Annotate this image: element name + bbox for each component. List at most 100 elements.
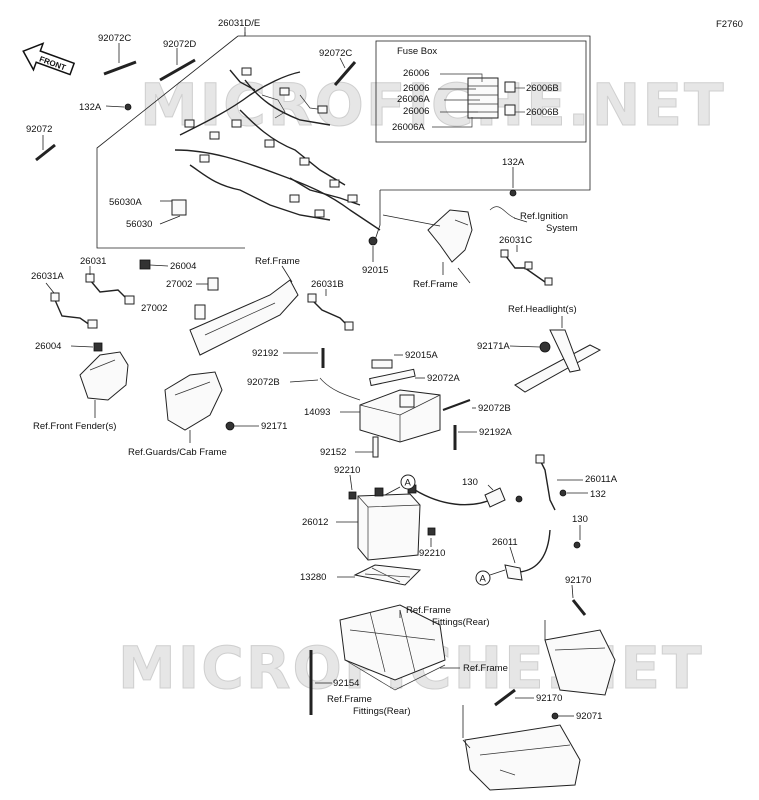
harness-26031	[85, 273, 135, 305]
label-26031C: 26031C	[499, 235, 532, 246]
label-92072B-left: 92072B	[247, 377, 280, 388]
battery-holder-14093	[359, 359, 441, 443]
fuse-label-26006-2: 26006	[403, 83, 429, 94]
label-130-a: 130	[462, 477, 478, 488]
strap-92072A	[369, 368, 416, 387]
label-27002-a: 27002	[166, 279, 192, 290]
label-132A-left: 132A	[79, 102, 102, 113]
label-92072B-right: 92072B	[478, 403, 511, 414]
label-56030: 56030	[126, 219, 152, 230]
callout-A-bottom: A	[475, 569, 506, 586]
ref-headlight: Ref.Headlight(s)	[508, 304, 577, 315]
nut-92071	[551, 712, 559, 720]
label-26011A: 26011A	[585, 474, 618, 485]
ref-frame-top: Ref.Frame	[255, 256, 300, 267]
ref-labels: Ref.Ignition System Ref.Frame Ref.Frame …	[33, 211, 578, 717]
frame-center	[189, 265, 299, 356]
label-92171: 92171	[261, 421, 287, 432]
label-92154: 92154	[333, 678, 359, 689]
bolt-92170-bottom	[494, 688, 516, 707]
label-92170-a: 92170	[565, 575, 591, 586]
label-26004-left: 26004	[35, 341, 61, 352]
main-harness	[174, 67, 381, 231]
watermark-top: MICROFICHE.NET	[140, 71, 726, 139]
ref-ignition-line1: Ref.Ignition	[520, 211, 568, 222]
label-92192: 92192	[252, 348, 278, 359]
fuse-label-26006B-1: 26006B	[526, 83, 559, 94]
harness-26031C	[500, 249, 553, 286]
label-92192A: 92192A	[479, 427, 512, 438]
label-92072C-left: 92072C	[98, 33, 131, 44]
label-92015: 92015	[362, 265, 388, 276]
fuse-label-26006A-1: 26006A	[397, 94, 430, 105]
fuse-label-26006-3: 26006	[403, 106, 429, 117]
clamp-92072C-right	[333, 61, 357, 86]
label-27002-b: 27002	[141, 303, 167, 314]
clamp-92072C-left	[103, 60, 137, 76]
label-92152: 92152	[320, 447, 346, 458]
bracket-56030	[159, 199, 187, 225]
label-26031: 26031	[80, 256, 106, 267]
label-26031DE: 26031D/E	[218, 18, 260, 29]
strap-92072B-left	[319, 377, 361, 401]
bracket-rear-right	[544, 629, 616, 696]
bolt-92170-top	[571, 599, 587, 616]
label-92210-a: 92210	[334, 465, 360, 476]
callout-A-bottom-label: A	[480, 574, 487, 585]
relay-27002-a	[196, 277, 219, 291]
label-132: 132	[590, 489, 606, 500]
label-92072: 92072	[26, 124, 52, 135]
label-92072D: 92072D	[163, 39, 196, 50]
clamp-92072D	[159, 58, 196, 82]
battery-26012	[348, 484, 436, 561]
leader-lines	[42, 27, 588, 738]
fuse-label-26006A-2: 26006A	[392, 122, 425, 133]
bolt-132A-left	[124, 103, 132, 111]
label-56030A: 56030A	[109, 197, 142, 208]
ref-guards: Ref.Guards/Cab Frame	[128, 447, 227, 458]
ref-fittings-low-line2: Fittings(Rear)	[353, 706, 411, 717]
rod-92152	[372, 436, 379, 458]
ref-fittings-top-line2: Fittings(Rear)	[432, 617, 490, 628]
figure-code: F2760	[716, 19, 743, 30]
guards-bracket	[164, 371, 235, 431]
label-92170-b: 92170	[536, 693, 562, 704]
label-13280: 13280	[300, 572, 326, 583]
label-14093: 14093	[304, 407, 330, 418]
front-fender-bracket	[79, 351, 129, 401]
grommet-92015	[368, 236, 378, 262]
ref-frame-low: Ref.Frame	[463, 663, 508, 674]
harness-26031A	[50, 292, 98, 329]
fuse-label-26006-1: 26006	[403, 68, 429, 79]
fuse-label-26006B-2: 26006B	[526, 107, 559, 118]
frame-fittings-rear	[339, 604, 446, 691]
clamp-92072	[35, 143, 56, 162]
ref-fittings-top-line1: Ref.Frame	[406, 605, 451, 616]
part-labels: 26031D/E 92072C 92072D 92072C 132A 92072…	[26, 18, 618, 722]
label-130-b: 130	[572, 514, 588, 525]
callout-A-top: A	[384, 474, 416, 496]
label-92171A: 92171A	[477, 341, 510, 352]
battery-tray-13280	[353, 564, 422, 586]
ref-fittings-low-line1: Ref.Frame	[327, 694, 372, 705]
ref-ignition-line2: System	[546, 223, 578, 234]
strap-92072B-right	[442, 399, 471, 411]
label-26011: 26011	[492, 537, 518, 548]
label-92071: 92071	[576, 711, 602, 722]
battery-cables	[414, 454, 581, 581]
relay-27002-b	[194, 304, 206, 320]
label-92210-b: 92210	[419, 548, 445, 559]
ref-front-fender: Ref.Front Fender(s)	[33, 421, 116, 432]
fuse-box-group: Fuse Box 26006 26006 26006A 26006 26006A…	[375, 40, 587, 143]
harness-26031B	[307, 293, 354, 331]
label-92072A: 92072A	[427, 373, 460, 384]
headlight-bracket	[514, 316, 602, 393]
fuse-box-title: Fuse Box	[397, 46, 437, 57]
label-92015A: 92015A	[405, 350, 438, 361]
label-26004-top: 26004	[170, 261, 196, 272]
label-92072C-right: 92072C	[319, 48, 352, 59]
label-26031A: 26031A	[31, 271, 64, 282]
ignition-bracket	[382, 189, 517, 275]
connector-26004-top	[139, 259, 169, 270]
